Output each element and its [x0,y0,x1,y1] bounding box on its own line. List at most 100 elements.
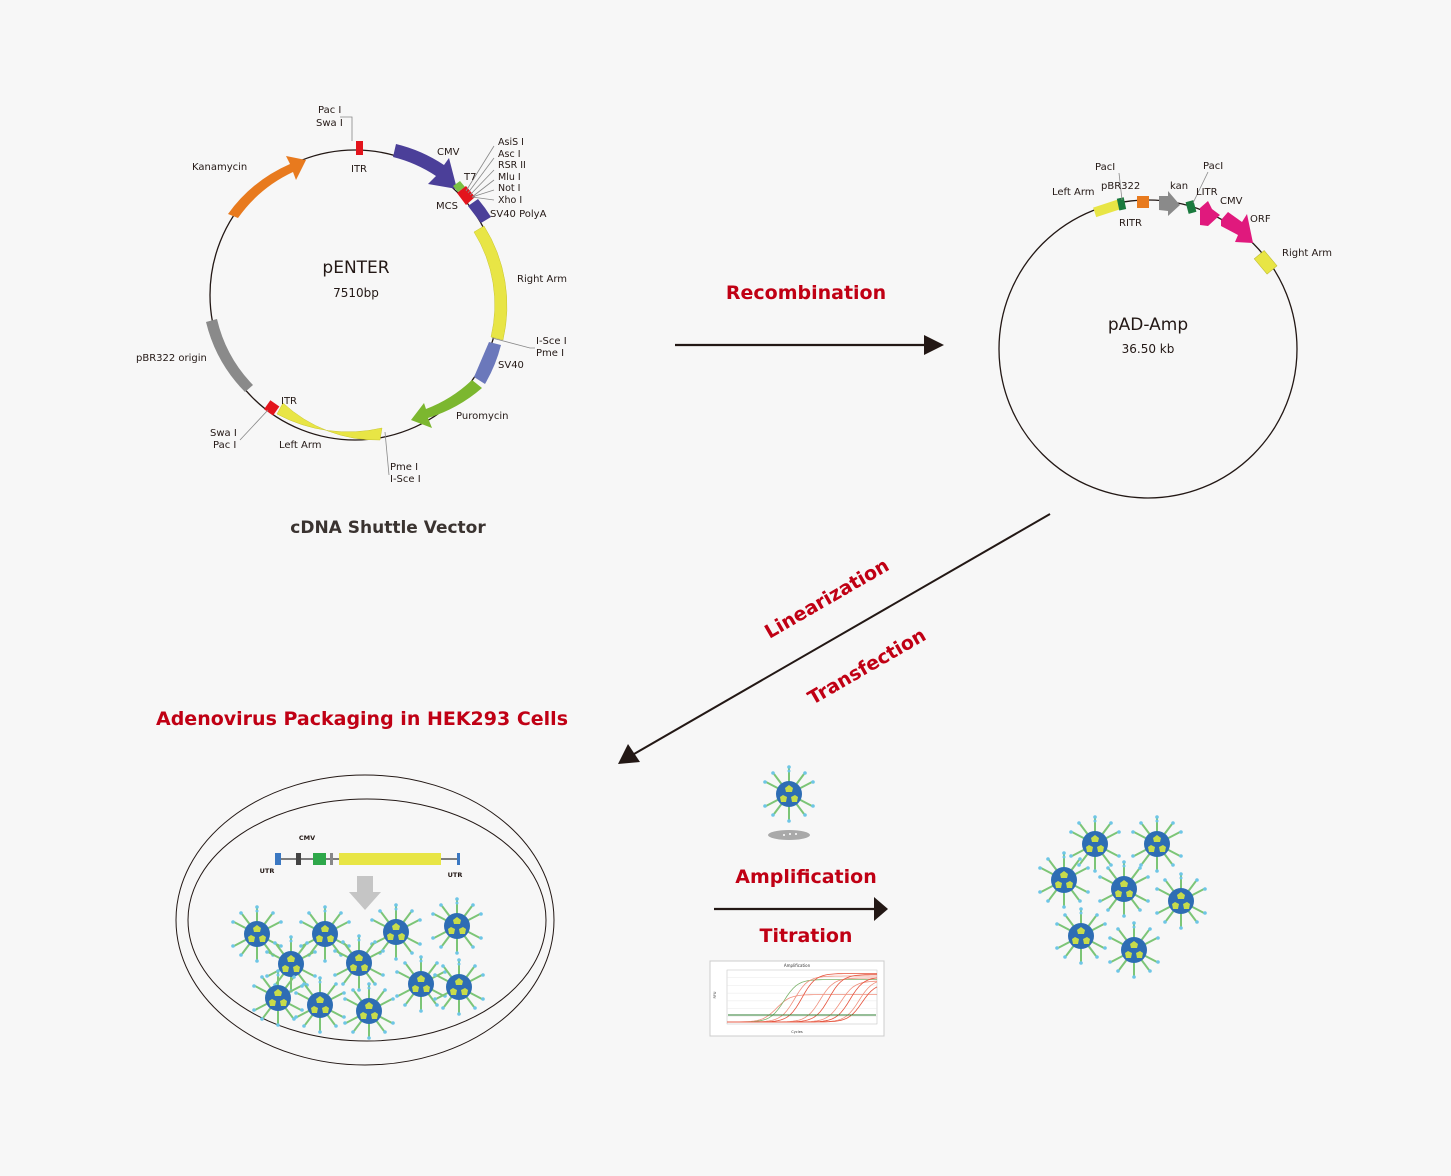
label-pac-i-left: Pac I [213,440,236,451]
label-swa-i-top: Swa I [316,118,343,129]
label-xho-i: Xho I [498,195,522,206]
dish-viruses [230,896,486,1041]
recombination-step: Recombination [675,282,944,355]
packaging-section: Adenovirus Packaging in HEK293 Cells CMV… [156,708,568,1066]
adeno-vector-map: Left Arm PacI pBR322 RITR kan PacI LITR … [998,161,1332,499]
titration-label: Titration [760,925,853,947]
adeno-vector-size: 36.50 kb [1122,342,1175,356]
linearization-label: Linearization [761,554,893,643]
virus-icon [1107,920,1161,980]
label-swa-i-left: Swa I [210,428,237,439]
virus-icon [394,954,448,1014]
adeno-label-left-arm: Left Arm [1052,187,1095,198]
label-t7: T7 [463,172,476,183]
plate-icon [768,830,810,840]
sv40-feature [474,342,501,384]
adeno-label-right-arm: Right Arm [1282,248,1332,259]
virus-icon [1097,859,1151,919]
t7-feature [453,181,465,192]
sv40-polya-feature [468,199,491,223]
puromycin-feature [411,380,482,428]
shuttle-vector-map: Pac I Swa I ITR CMV Kanamycin T7 MCS Asi… [136,105,567,538]
cassette-block-gray [330,853,333,865]
cassette-block-dark [296,853,301,865]
amplification-arrowhead-icon [874,897,888,921]
adeno-label-orf: ORF [1250,214,1271,225]
shuttle-vector-size: 7510bp [333,286,379,300]
left-arm-feature [276,402,383,441]
amplification-titration-step: Amplification Titration Amplification Cy… [709,764,888,1037]
virus-icon [1130,814,1184,874]
recombination-label: Recombination [726,282,886,304]
adeno-kan-feature [1159,191,1180,216]
cmv-block [313,853,326,865]
qpcr-ylabel: RFU [713,991,717,998]
adeno-label-ritr: RITR [1119,218,1142,229]
label-itr-top: ITR [351,164,367,175]
recombination-arrowhead-icon [924,335,944,355]
label-not-i: Not I [498,183,520,194]
label-sv40: SV40 [498,360,524,371]
virus-icon [1054,906,1108,966]
kanamycin-feature [228,156,306,218]
adeno-ritr-feature [1116,197,1127,211]
adeno-label-pacl-right: PacI [1203,161,1223,172]
linearization-transfection-step: Linearization Transfection [618,513,1051,764]
orf-block [339,853,441,865]
label-asc-i: Asc I [498,149,521,160]
label-cmv: CMV [437,147,460,158]
adeno-label-kan: kan [1170,181,1188,192]
transfection-label: Transfection [804,624,930,709]
adeno-right-arm-feature [1253,250,1278,275]
label-pme-i-bottom: Pme I [390,462,418,473]
label-pme-i-right: Pme I [536,348,564,359]
shuttle-vector-name: pENTER [322,258,389,278]
label-puromycin: Puromycin [456,411,508,422]
mcs-feature [457,186,475,205]
packaging-title: Adenovirus Packaging in HEK293 Cells [156,708,568,730]
transfection-arrow-line [633,513,1051,755]
shuttle-vector-caption: cDNA Shuttle Vector [290,518,486,538]
cmv-feature [393,144,457,189]
qpcr-grid [727,969,877,1017]
label-mcs: MCS [436,201,458,212]
label-sv40-polya: SV40 PolyA [490,209,547,220]
qpcr-thumbnail: Amplification Cycles RFU [709,960,885,1037]
virus-icon [264,934,318,994]
itr-top-feature [356,141,363,155]
label-asis-i: AsiS I [498,137,524,148]
label-mlu-i: Mlu I [498,172,521,183]
label-rsr-ii: RSR II [498,160,526,171]
utr-left-block [275,853,281,865]
expression-cassette: CMV UTR UTR [260,834,463,879]
utr-right-block [457,853,460,865]
adeno-left-arm-feature [1093,198,1123,218]
label-kanamycin: Kanamycin [192,162,247,173]
adeno-label-pbr322: pBR322 [1101,181,1140,192]
label-pbr322-origin: pBR322 origin [136,353,207,364]
culture-dish-inner [187,798,547,1042]
shuttle-vector-labels: Pac I Swa I ITR CMV Kanamycin T7 MCS Asi… [136,105,567,538]
qpcr-xlabel: Cycles [791,1030,803,1034]
adeno-pbr322-feature [1137,196,1149,208]
virus-icon [1154,871,1208,931]
adeno-cmv-feature [1200,201,1220,226]
virus-icon [230,904,284,964]
transfection-arrowhead-icon [618,744,640,764]
single-virus-icon [762,764,816,824]
output-viruses [1037,814,1208,980]
label-i-sce-i-right: I-Sce I [536,336,567,347]
pbr322-origin-feature [206,319,253,392]
label-right-arm: Right Arm [517,274,567,285]
label-pac-i-top: Pac I [318,105,341,116]
qpcr-title: Amplification [784,963,811,968]
itr-bottom-feature [264,400,280,416]
cassette-label-utr-right: UTR [448,871,463,879]
culture-dish-outer [175,774,555,1066]
cassette-label-cmv: CMV [299,834,315,842]
label-itr-bottom: ITR [281,396,297,407]
adeno-label-pacl-left: PacI [1095,162,1115,173]
virus-icon [342,981,396,1041]
label-i-sce-i-bottom: I-Sce I [390,474,421,485]
adeno-label-litr: LITR [1196,187,1218,198]
